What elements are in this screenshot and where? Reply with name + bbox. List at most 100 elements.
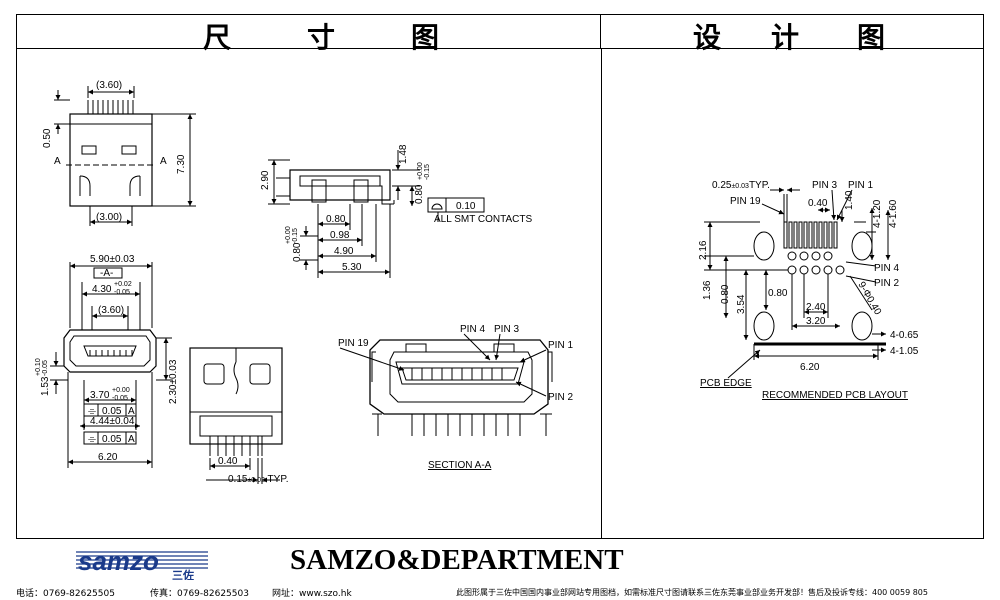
bottom-view [189,347,283,484]
dim-top-width: (3.60) [96,80,122,91]
footer-notice: 此图形属于三佐中国国内事业部网站专用图档，如需标准尺寸图请联系三佐东莞事业部业务… [456,588,928,597]
section-pin4: PIN 4 [460,324,485,335]
tol-ref-2: A [128,434,135,445]
pcb-through-holes [787,251,845,275]
pcb-354: 3.54 [736,294,747,314]
pcb-pad-width: 0.25±0.03TYP. [712,180,770,191]
title-char-2: 计 [771,21,800,54]
dim-front-370-tol-dn: -0.05 [112,395,128,402]
dim-front-370: 3.70 [90,390,110,401]
tol-value-1: 0.05 [102,406,122,417]
pcb-layout-caption: RECOMMENDED PCB LAYOUT [762,390,908,401]
pcb-4-120: 4-1.20 [872,199,883,228]
dim-side-290: 2.90 [260,170,271,190]
section-contacts [411,368,503,380]
section-leads [411,414,521,436]
title-char-3: 图 [857,21,886,54]
dim-side-080-right-tol-dn: -0.15 [424,164,431,180]
dim-front-444: 4.44±0.04 [90,416,135,427]
dim-side-490: 4.90 [334,246,354,257]
pcb-080-horizontal: 0.80 [768,288,788,299]
dim-side-080-left-tol-up: +0.00 [285,226,292,244]
datum-a: -A- [100,268,113,279]
dim-bottom-pitch: 0.40 [218,456,238,467]
bottom-view-pins [209,436,263,456]
section-a-left: A [54,156,61,167]
tol-symbol-2: ⌯ [88,434,96,445]
flatness-symbol [427,197,485,222]
dim-front-370-tol-up: +0.00 [112,387,130,394]
panel-divider [601,49,602,539]
section-pin2: PIN 2 [548,392,573,403]
title-char-1: 设 [693,21,722,54]
dim-top-300: (3.00) [96,212,122,223]
footer-fax: 传真：0769-82625503 [150,589,249,599]
top-view-pins [87,100,134,114]
pcb-216: 2.16 [698,240,709,260]
pcb-edge-label: PCB EDGE [700,378,752,389]
dim-side-148: 1.48 [398,144,409,164]
dim-side-080-right: 0.80 [414,184,425,204]
pcb-pin2: PIN 2 [874,278,899,289]
dim-side-098: 0.98 [330,230,350,241]
dim-side-080-right-tol-up: +0.00 [417,162,424,180]
pcb-140: 1.40 [844,190,855,210]
dim-side-530: 5.30 [342,262,362,273]
pcb-136: 1.36 [702,280,713,300]
dim-front-153-tol-up: +0.10 [35,358,42,376]
dim-top-730: 7.30 [176,154,187,174]
pcb-4-065: 4-0.65 [890,330,919,341]
logo-wordmark: samzo [78,546,159,576]
dim-side-080: 0.80 [326,214,346,225]
dim-top-050: 0.50 [42,128,53,148]
pcb-4-160: 4-1.60 [888,199,899,228]
front-view [50,262,172,468]
header-design-drawing: 设 计 图 [601,15,983,54]
pcb-pitch: 0.40 [808,198,828,209]
pcb-320: 3.20 [806,316,826,327]
flatness-value: 0.10 [456,201,476,212]
dim-front-360: (3.60) [98,305,124,316]
dim-front-230: 2.30±0.03 [168,359,179,404]
footer-web: 网址：www.szo.hk [272,589,352,599]
dim-front-430-tol-dn: -0.05 [114,289,130,296]
dimension-labels: (3.60) 0.50 7.30 (3.00) A A 2.90 1.48 0.… [35,80,919,485]
dim-front-430: 4.30 [92,284,112,295]
pcb-pin3: PIN 3 [812,180,837,191]
pcb-pin4: PIN 4 [874,263,899,274]
title-char-1: 尺 [203,21,232,54]
dim-front-153: 1.53 [40,376,51,396]
section-label: SECTION A-A [428,460,492,471]
dim-front-153-tol-dn: -0.05 [42,360,49,376]
dim-front-430-tol-up: +0.02 [114,281,132,288]
dim-side-080-left-tol-dn: -0.15 [292,228,299,244]
pcb-layout [704,187,891,379]
pcb-pin19: PIN 19 [730,196,761,207]
dim-side-080-left: 0.80 [292,242,303,262]
section-a-right: A [160,156,167,167]
footer-phone: 电话：0769-82625505 [16,589,115,599]
header-dimension-drawing: 尺 寸 图 [17,15,601,54]
section-pin1: PIN 1 [548,340,573,351]
side-view [268,150,485,278]
dim-bottom-width: 0.15±0.02 TYP. [228,474,288,485]
flatness-note: ALL SMT CONTACTS [434,214,532,225]
pcb-pin1: PIN 1 [848,180,873,191]
pcb-4-105: 4-1.05 [890,346,919,357]
logo-cn: 三佐 [172,568,194,580]
pcb-620: 6.20 [800,362,820,373]
section-pin19: PIN 19 [338,338,369,349]
drawing-frame: 尺 寸 图 设 计 图 [16,14,984,539]
section-pin3: PIN 3 [494,324,519,335]
department-title: SAMZO&DEPARTMENT [290,544,624,576]
dim-front-590: 5.90±0.03 [90,254,135,265]
tol-value-2: 0.05 [102,434,122,445]
title-char-2: 寸 [307,21,336,54]
dim-front-620: 6.20 [98,452,118,463]
pcb-240: 2.40 [806,302,826,313]
tol-symbol-1: ⌯ [88,406,96,417]
tol-ref-1: A [128,406,135,417]
top-view [54,86,196,226]
title-char-3: 图 [411,21,440,54]
